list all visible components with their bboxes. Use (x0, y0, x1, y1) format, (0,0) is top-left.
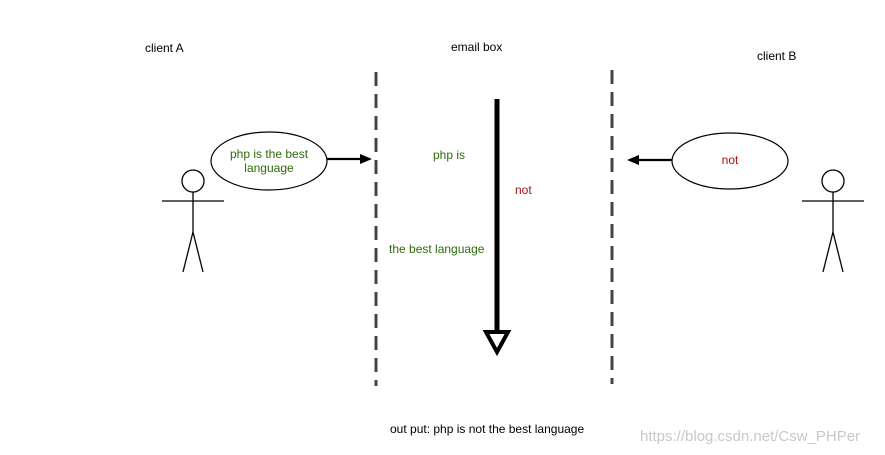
client-a-send-arrow (327, 154, 372, 164)
email-box-label: email box (451, 40, 503, 54)
watermark-text: https://blog.csdn.net/Csw_PHPer (640, 428, 861, 445)
client-a-actor-icon (162, 169, 224, 273)
email-box-part-2: not (515, 183, 532, 197)
email-box-part-3: the best language (389, 242, 485, 256)
client-a-message-ellipse (210, 131, 328, 191)
client-a-message-text: php is the best language (229, 147, 309, 175)
client-b-message-text: not (721, 153, 739, 167)
client-b-actor-icon (802, 169, 864, 273)
email-box-flow-arrow (482, 99, 512, 357)
output-text: out put: php is not the best language (390, 422, 585, 436)
client-b-send-arrow (627, 155, 672, 165)
client-b-label: client B (757, 49, 797, 63)
email-box-part-1: php is (433, 148, 466, 162)
client-a-label: client A (145, 41, 184, 55)
